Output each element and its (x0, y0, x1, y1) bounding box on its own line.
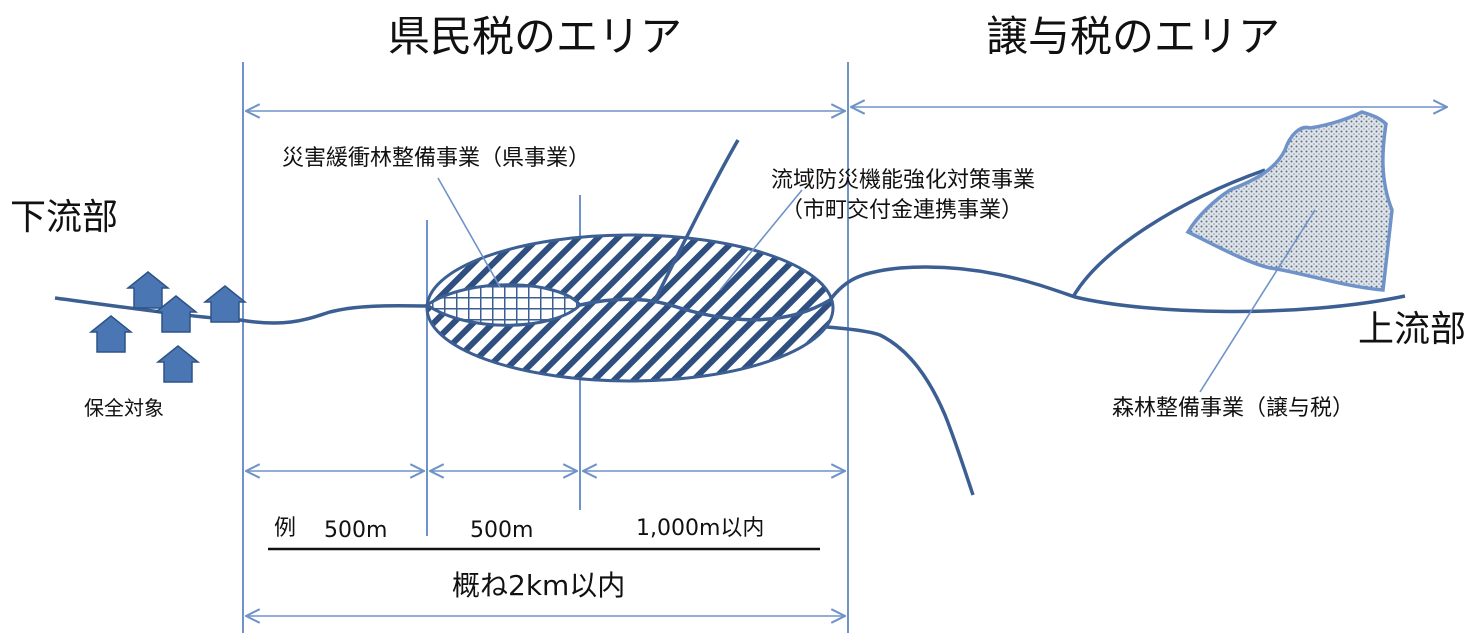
distance-seg1: 500m (324, 518, 388, 543)
house-icon (155, 345, 201, 383)
house-icon (202, 285, 248, 323)
tributary-1 (653, 139, 740, 301)
house-icon (125, 271, 171, 309)
forest-project-label: 森林整備事業（譲与税） (1112, 396, 1355, 421)
basin-disaster-zone (425, 233, 835, 383)
leader-buffer-forest (437, 177, 501, 288)
house-icon (153, 295, 199, 333)
river-inside (579, 265, 1406, 322)
tributary-2 (1071, 168, 1266, 298)
protected-houses (88, 271, 248, 383)
example-label: 例 (274, 516, 297, 541)
total-distance: 概ね2km以内 (452, 569, 626, 602)
leader-basin-project (719, 189, 803, 291)
basin-project-label-2: （市町交付金連携事業） (781, 198, 1024, 223)
transfer-area-heading: 譲与税のエリア (986, 12, 1281, 61)
upstream-label: 上流部 (1358, 309, 1467, 350)
downstream-label: 下流部 (10, 197, 119, 238)
distance-seg3: 1,000m以内 (636, 516, 765, 541)
prefecture-area-heading: 県民税のエリア (388, 12, 683, 61)
leader-forest-project (1199, 209, 1316, 393)
protected-target-label: 保全対象 (84, 396, 164, 420)
distance-seg2: 500m (470, 518, 534, 543)
forest-patch (1185, 110, 1394, 292)
house-icon (88, 315, 134, 353)
buffer-forest-label: 災害緩衝林整備事業（県事業） (282, 146, 591, 171)
basin-project-label-1: 流域防災機能強化対策事業 (771, 168, 1036, 193)
